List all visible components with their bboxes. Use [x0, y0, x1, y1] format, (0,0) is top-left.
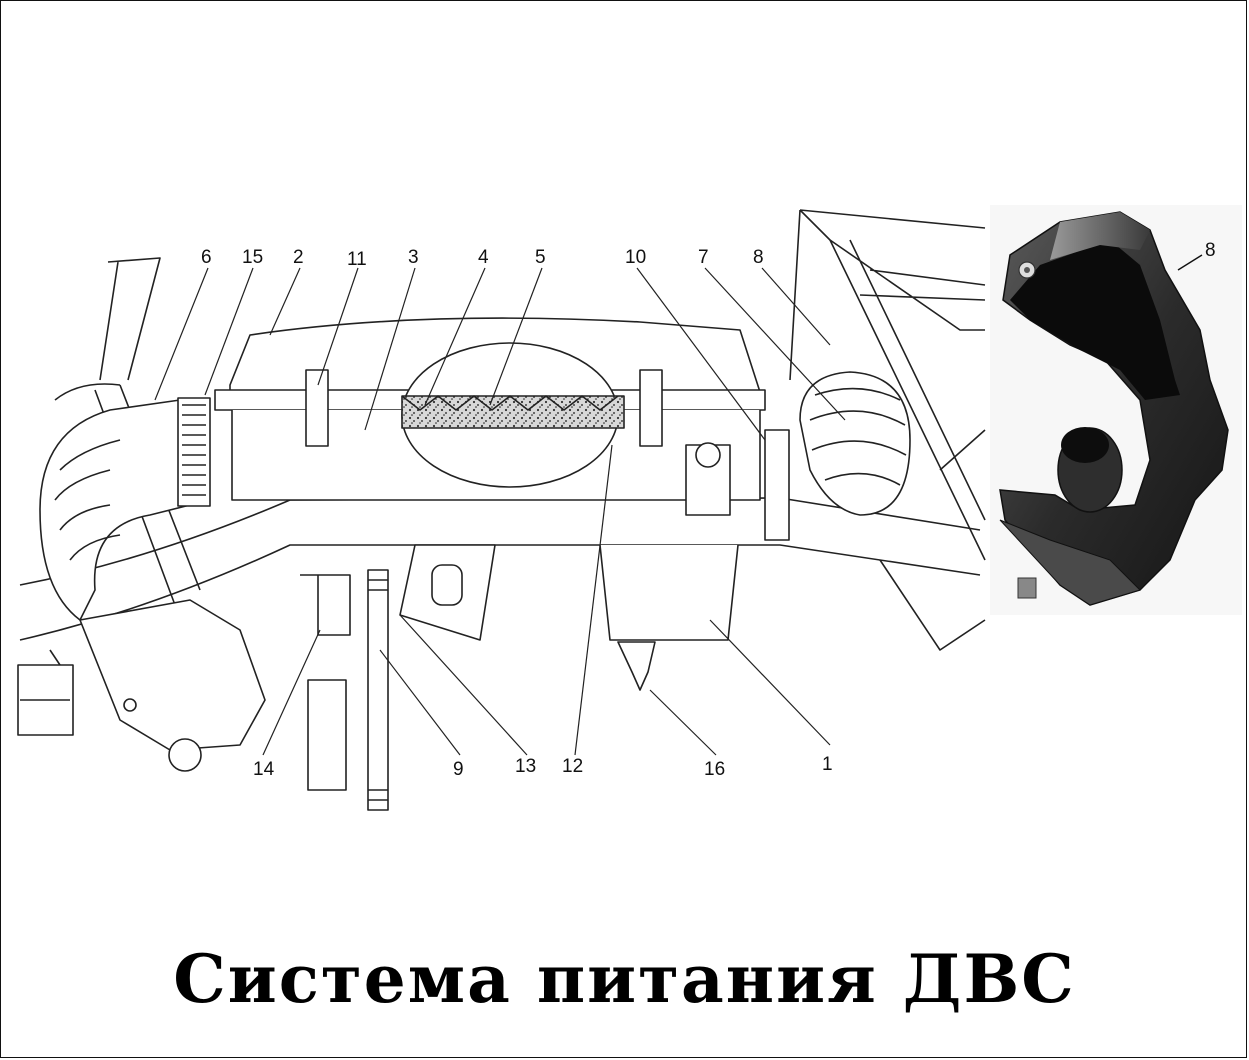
callout-9: 9 [453, 759, 464, 780]
callout-16: 16 [704, 759, 725, 780]
callout-15: 15 [242, 247, 263, 268]
clamp-15 [177, 397, 211, 507]
callout-8: 8 [753, 247, 764, 268]
callout-13: 13 [515, 756, 536, 777]
filter-element [401, 395, 625, 429]
frame-right [879, 429, 986, 651]
page-title: Система питания ДВС [173, 940, 1076, 1018]
callout-14: 14 [253, 759, 275, 780]
callout-labels: 6 15 2 11 3 4 5 10 7 8 14 9 13 12 16 1 [201, 247, 833, 780]
seat-bracket [789, 209, 986, 381]
callout-7: 7 [698, 247, 709, 268]
drain-tube [367, 569, 389, 811]
rear-strut [829, 239, 986, 561]
sump [599, 544, 739, 641]
callout-5: 5 [535, 247, 546, 268]
inset-callout-8: 8 [1205, 240, 1216, 261]
callout-1: 1 [822, 754, 833, 775]
callout-11: 11 [347, 249, 367, 270]
leader-lines [154, 267, 846, 756]
callout-3: 3 [408, 247, 419, 268]
line-drawing [17, 209, 986, 811]
drain-plug [617, 641, 656, 691]
breather-hose [300, 574, 351, 636]
latch-right [639, 369, 663, 447]
carburetor [79, 599, 266, 751]
frame-tube [19, 497, 981, 641]
inset-photo-part-8: 8 [990, 205, 1242, 615]
callout-12: 12 [562, 756, 583, 777]
latch-left [305, 369, 329, 447]
left-bracket [54, 257, 161, 401]
callout-6: 6 [201, 247, 212, 268]
intake-elbow [39, 399, 191, 621]
callout-4: 4 [478, 247, 489, 268]
clamp-10 [764, 429, 790, 541]
callout-2: 2 [293, 247, 304, 268]
callout-10: 10 [625, 247, 646, 268]
intake-duct [799, 371, 911, 516]
